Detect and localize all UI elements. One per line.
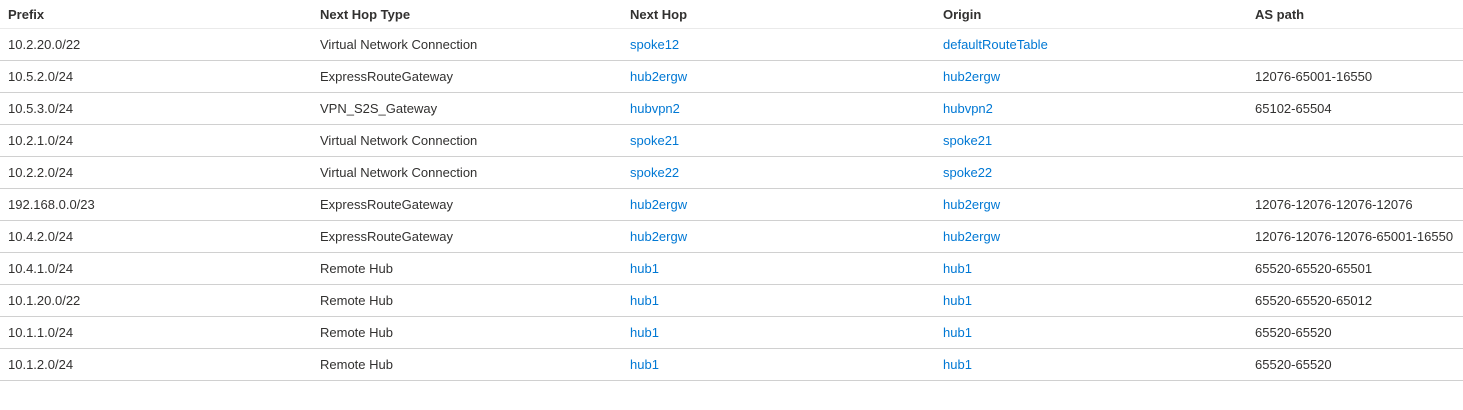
- origin-cell: defaultRouteTable: [943, 28, 1255, 61]
- origin-cell: hub1: [943, 348, 1255, 381]
- next-hop-cell: hub2ergw: [630, 188, 943, 221]
- next-hop-type-cell: VPN_S2S_Gateway: [320, 92, 630, 125]
- column-header-next-hop-type: Next Hop Type: [320, 0, 630, 29]
- next-hop-cell: hub1: [630, 284, 943, 317]
- origin-link[interactable]: hubvpn2: [943, 101, 993, 116]
- prefix-cell: 10.4.1.0/24: [0, 252, 320, 285]
- next-hop-link[interactable]: hub2ergw: [630, 229, 688, 244]
- column-header-prefix: Prefix: [0, 0, 320, 29]
- prefix-cell: 192.168.0.0/23: [0, 188, 320, 221]
- next-hop-cell: hub1: [630, 316, 943, 349]
- prefix-cell: 10.2.20.0/22: [0, 28, 320, 61]
- prefix-cell: 10.2.2.0/24: [0, 156, 320, 189]
- table-header-row: Prefix Next Hop Type Next Hop Origin AS …: [0, 0, 1463, 29]
- next-hop-type-cell: ExpressRouteGateway: [320, 60, 630, 93]
- next-hop-link[interactable]: hub1: [630, 261, 659, 276]
- next-hop-link[interactable]: spoke22: [630, 165, 680, 180]
- prefix-cell: 10.1.1.0/24: [0, 316, 320, 349]
- as-path-cell: 65520-65520: [1255, 348, 1463, 381]
- next-hop-type-cell: Remote Hub: [320, 252, 630, 285]
- origin-cell: hub2ergw: [943, 220, 1255, 253]
- prefix-cell: 10.4.2.0/24: [0, 220, 320, 253]
- prefix-cell: 10.5.2.0/24: [0, 60, 320, 93]
- next-hop-cell: hub1: [630, 252, 943, 285]
- origin-link[interactable]: spoke21: [943, 133, 993, 148]
- column-header-as-path: AS path: [1255, 0, 1463, 29]
- table-row: 10.2.1.0/24 Virtual Network Connection s…: [0, 124, 1463, 157]
- origin-cell: hub1: [943, 252, 1255, 285]
- next-hop-type-cell: Virtual Network Connection: [320, 124, 630, 157]
- origin-cell: hub2ergw: [943, 188, 1255, 221]
- next-hop-cell: spoke22: [630, 156, 943, 189]
- table-row: 10.2.20.0/22 Virtual Network Connection …: [0, 28, 1463, 61]
- next-hop-cell: hub1: [630, 348, 943, 381]
- origin-cell: hub2ergw: [943, 60, 1255, 93]
- next-hop-link[interactable]: spoke21: [630, 133, 680, 148]
- as-path-cell: 65520-65520-65501: [1255, 252, 1463, 285]
- origin-link[interactable]: hub1: [943, 325, 972, 340]
- origin-link[interactable]: hub1: [943, 261, 972, 276]
- next-hop-type-cell: Remote Hub: [320, 316, 630, 349]
- next-hop-cell: hub2ergw: [630, 60, 943, 93]
- prefix-cell: 10.2.1.0/24: [0, 124, 320, 157]
- table-row: 10.1.20.0/22 Remote Hub hub1 hub1 65520-…: [0, 284, 1463, 317]
- table-row: 10.5.3.0/24 VPN_S2S_Gateway hubvpn2 hubv…: [0, 92, 1463, 125]
- next-hop-link[interactable]: hubvpn2: [630, 101, 680, 116]
- column-header-next-hop: Next Hop: [630, 0, 943, 29]
- as-path-cell: 65520-65520-65012: [1255, 284, 1463, 317]
- table-row: 10.4.1.0/24 Remote Hub hub1 hub1 65520-6…: [0, 252, 1463, 285]
- prefix-cell: 10.5.3.0/24: [0, 92, 320, 125]
- as-path-cell: 65520-65520: [1255, 316, 1463, 349]
- next-hop-type-cell: ExpressRouteGateway: [320, 188, 630, 221]
- origin-cell: hub1: [943, 284, 1255, 317]
- next-hop-link[interactable]: spoke12: [630, 37, 680, 52]
- next-hop-link[interactable]: hub1: [630, 357, 659, 372]
- table-row: 10.5.2.0/24 ExpressRouteGateway hub2ergw…: [0, 60, 1463, 93]
- next-hop-link[interactable]: hub2ergw: [630, 197, 688, 212]
- origin-cell: spoke22: [943, 156, 1255, 189]
- next-hop-link[interactable]: hub1: [630, 325, 659, 340]
- effective-routes-table: Prefix Next Hop Type Next Hop Origin AS …: [0, 0, 1463, 381]
- next-hop-cell: spoke12: [630, 28, 943, 61]
- next-hop-type-cell: Virtual Network Connection: [320, 28, 630, 61]
- next-hop-cell: hubvpn2: [630, 92, 943, 125]
- origin-link[interactable]: hub2ergw: [943, 197, 1001, 212]
- origin-link[interactable]: hub1: [943, 357, 972, 372]
- origin-cell: hubvpn2: [943, 92, 1255, 125]
- origin-link[interactable]: hub2ergw: [943, 69, 1001, 84]
- table-row: 10.1.1.0/24 Remote Hub hub1 hub1 65520-6…: [0, 316, 1463, 349]
- origin-link[interactable]: hub2ergw: [943, 229, 1001, 244]
- next-hop-type-cell: Remote Hub: [320, 348, 630, 381]
- as-path-cell: 12076-65001-16550: [1255, 60, 1463, 93]
- next-hop-cell: spoke21: [630, 124, 943, 157]
- next-hop-type-cell: Remote Hub: [320, 284, 630, 317]
- origin-link[interactable]: hub1: [943, 293, 972, 308]
- next-hop-link[interactable]: hub1: [630, 293, 659, 308]
- next-hop-type-cell: ExpressRouteGateway: [320, 220, 630, 253]
- next-hop-cell: hub2ergw: [630, 220, 943, 253]
- origin-cell: hub1: [943, 316, 1255, 349]
- as-path-cell: 12076-12076-12076-65001-16550: [1255, 220, 1463, 253]
- as-path-cell: [1255, 124, 1463, 157]
- table-row: 10.4.2.0/24 ExpressRouteGateway hub2ergw…: [0, 220, 1463, 253]
- table-row: 10.2.2.0/24 Virtual Network Connection s…: [0, 156, 1463, 189]
- as-path-cell: 65102-65504: [1255, 92, 1463, 125]
- next-hop-type-cell: Virtual Network Connection: [320, 156, 630, 189]
- table-row: 192.168.0.0/23 ExpressRouteGateway hub2e…: [0, 188, 1463, 221]
- next-hop-link[interactable]: hub2ergw: [630, 69, 688, 84]
- origin-link[interactable]: spoke22: [943, 165, 993, 180]
- as-path-cell: 12076-12076-12076-12076: [1255, 188, 1463, 221]
- as-path-cell: [1255, 28, 1463, 61]
- table-row: 10.1.2.0/24 Remote Hub hub1 hub1 65520-6…: [0, 348, 1463, 381]
- origin-cell: spoke21: [943, 124, 1255, 157]
- column-header-origin: Origin: [943, 0, 1255, 29]
- prefix-cell: 10.1.20.0/22: [0, 284, 320, 317]
- prefix-cell: 10.1.2.0/24: [0, 348, 320, 381]
- origin-link[interactable]: defaultRouteTable: [943, 37, 1048, 52]
- as-path-cell: [1255, 156, 1463, 189]
